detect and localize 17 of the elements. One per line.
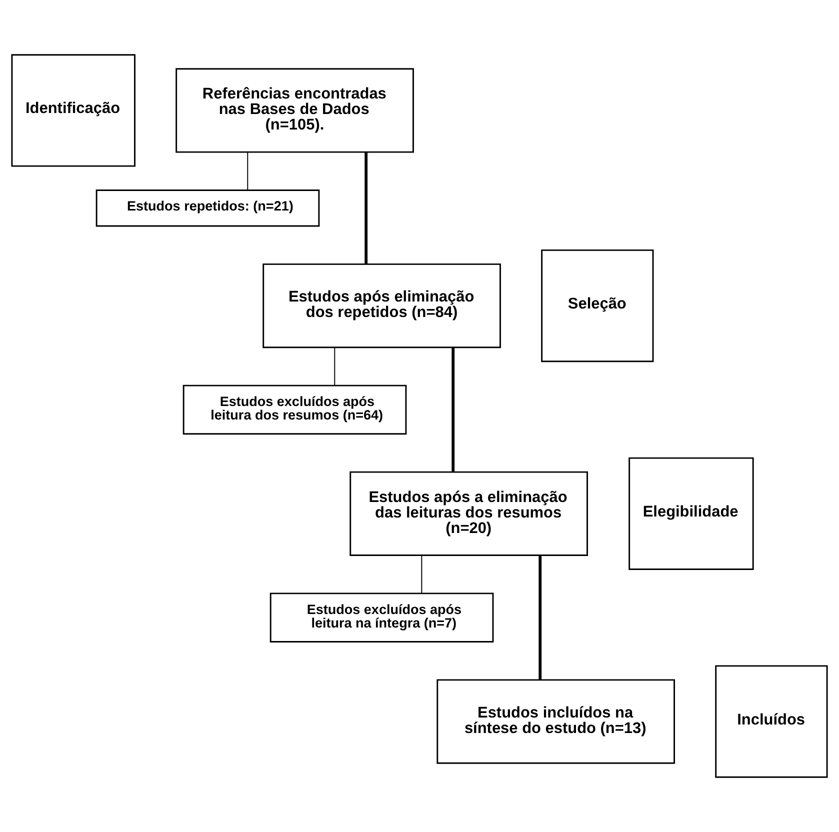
node-box: Estudos após eliminação dos repetidos (n=84) [262, 263, 501, 348]
node-box: Estudos excluídos após leitura na íntegra (n=7) [270, 592, 494, 642]
node-box: Estudos após a eliminação das leituras dos resumos (n=20) [350, 471, 588, 556]
connector [364, 152, 368, 264]
connector [538, 555, 542, 680]
node-box: Incluídos [715, 665, 828, 778]
node-box: Estudos repetidos: (n=21) [96, 190, 320, 227]
connector [334, 346, 336, 386]
connector [421, 554, 422, 594]
node-box: Referências encontradas nas Bases de Dados (n=105). [176, 68, 414, 153]
node-box: Estudos excluídos após leitura dos resumos (n=64) [182, 384, 407, 435]
node-box: Identificação [11, 54, 136, 167]
node-box: Estudos incluídos na síntese do estudo (n=13) [436, 679, 675, 764]
node-box: Seleção [541, 249, 654, 362]
node-box: Elegibilidade [628, 457, 754, 570]
connector [247, 152, 248, 191]
connector [452, 348, 455, 472]
